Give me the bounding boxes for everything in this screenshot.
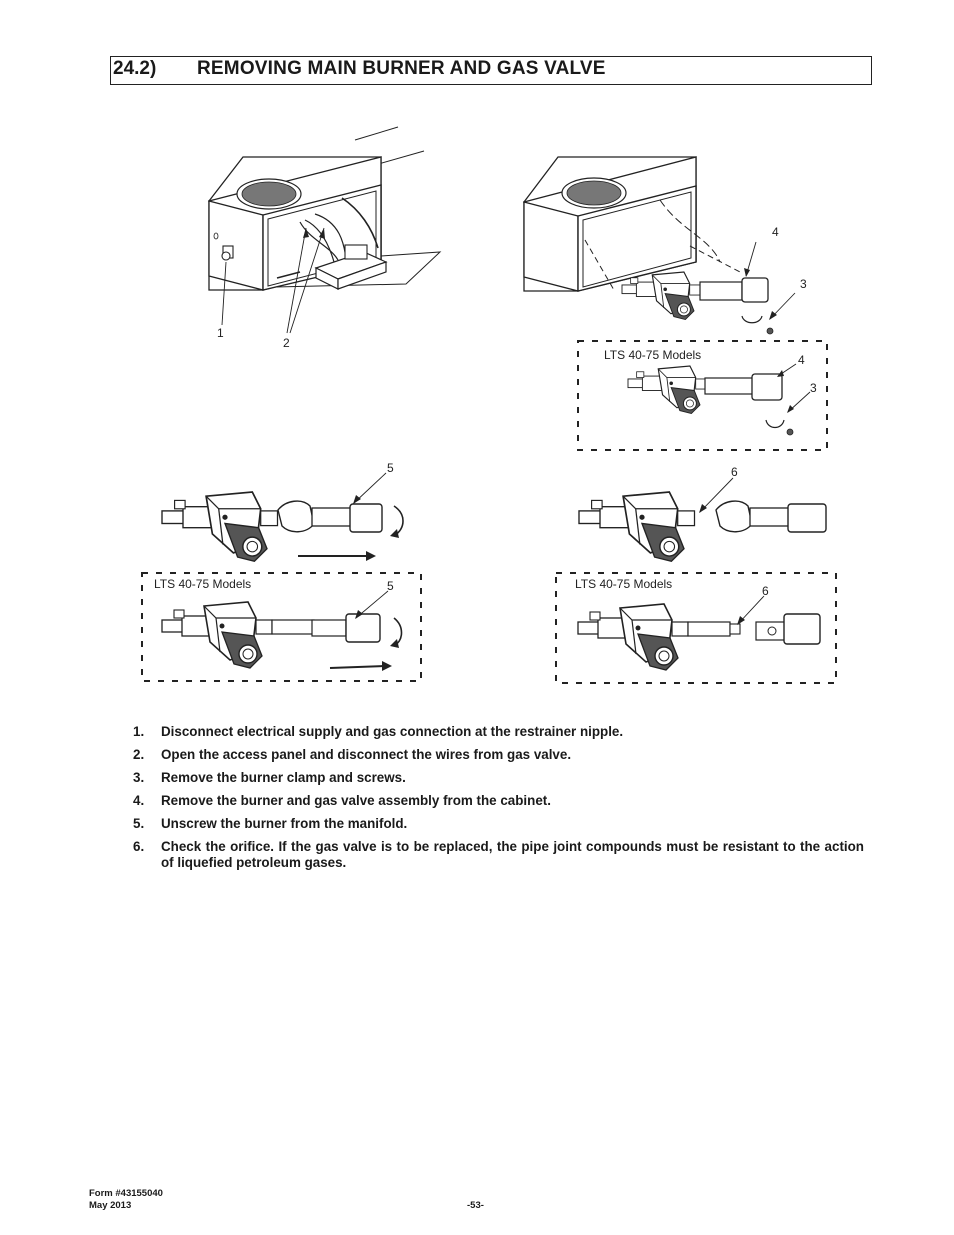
section-header: 24.2) REMOVING MAIN BURNER AND GAS VALVE (110, 56, 872, 85)
section-title: REMOVING MAIN BURNER AND GAS VALVE (197, 58, 606, 79)
callout-4-panel: 4 (798, 353, 805, 367)
callout-4-top: 4 (772, 225, 779, 239)
lts-panel-bottom-left: LTS 40-75 Models 5 (141, 572, 422, 682)
lts-label-bottom-left: LTS 40-75 Models (154, 577, 251, 591)
footer-date: May 2013 (89, 1200, 132, 1211)
callout-5-top: 5 (387, 461, 394, 475)
lts-label-bottom-right: LTS 40-75 Models (575, 577, 672, 591)
step-6: 6.Check the orifice. If the gas valve is… (133, 839, 864, 870)
check-orifice-view: 6 (578, 465, 827, 563)
step-3: 3.Remove the burner clamp and screws. (133, 770, 406, 785)
cabinet-view-right: 4 3 (522, 156, 807, 335)
lts-panel-top-right: LTS 40-75 Models 4 3 (577, 340, 828, 451)
lts-label-top-right: LTS 40-75 Models (604, 348, 701, 362)
step-5: 5.Unscrew the burner from the manifold. (133, 816, 408, 831)
unscrew-burner-view: 5 (161, 461, 404, 563)
footer-form-number: Form #43155040 (89, 1188, 163, 1199)
callout-5-panel: 5 (387, 579, 394, 593)
step-4: 4.Remove the burner and gas valve assemb… (133, 793, 551, 808)
callout-3-panel: 3 (810, 381, 817, 395)
callout-3-top: 3 (800, 277, 807, 291)
callout-2: 2 (283, 336, 290, 350)
section-number: 24.2) (113, 58, 157, 79)
footer-page-number: -53- (467, 1200, 484, 1211)
lts-panel-bottom-right: LTS 40-75 Models 6 (555, 572, 837, 684)
burner-removal-illustration: 1 2 4 3 LTS 40-75 Models (141, 126, 837, 684)
cabinet-view-left: 1 2 (207, 126, 442, 350)
step-1: 1.Disconnect electrical supply and gas c… (133, 724, 624, 739)
callout-6-panel: 6 (762, 584, 769, 598)
callout-1: 1 (217, 326, 224, 340)
step-2: 2.Open the access panel and disconnect t… (133, 747, 572, 762)
procedure-steps: 1.Disconnect electrical supply and gas c… (133, 724, 864, 878)
callout-6-top: 6 (731, 465, 738, 479)
